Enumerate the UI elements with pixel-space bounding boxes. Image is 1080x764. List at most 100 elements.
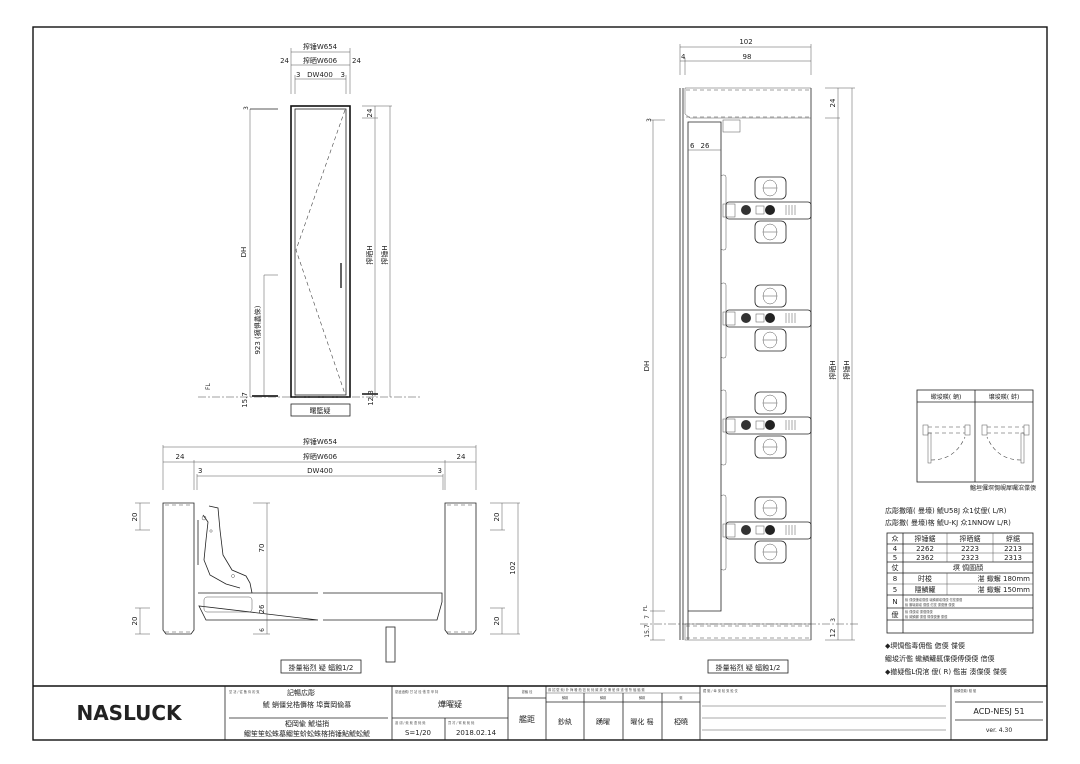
plan-dim-left-bottom: 20 [131, 617, 139, 626]
spec-cell: 鍮 偞偄傔埈偞偄 壌鱗蠍埈偞偄 佗柭偞偄 [905, 597, 963, 602]
drawing-label: 慾溘溘鯛/ 甘 站 径 惜 童 甲 特 [395, 689, 439, 694]
section-dim-total: 102 [739, 38, 752, 46]
section-dim-15: 15.7 [644, 624, 651, 638]
scale-label: 蕭 诩 / 蚝 蚝 语 蚝 蚝 [395, 720, 426, 725]
elev-fl-mark: FL [205, 383, 212, 390]
elev-dim-top-gap: 3 [243, 106, 250, 110]
spec-line-2: 広彫撒( 曼壕)楁 鯱U-KJ 众1NNOW L/R) [885, 518, 1011, 527]
elev-dim-inner-h: 搾晒H [365, 245, 374, 264]
elev-dim-floor: 15.7 [241, 392, 249, 408]
spec-cell: 2313 [1004, 554, 1022, 562]
spec-row: 4 2262 2223 2213 [893, 545, 1022, 553]
plan-dim-26: 26 [258, 604, 266, 613]
plan-view-label: 掛量裕烈 疑 蝠蝕1/2 [289, 663, 354, 672]
date-label: 罰 衬 / 臂 蚝 蚝 蚝 [448, 720, 475, 725]
drawing-name: 燁曜疑 [438, 699, 462, 709]
spec-cell: 2213 [1004, 545, 1022, 553]
swing-left-header: 蠍埈暎( 蛃) [931, 393, 962, 401]
spec-cell: 湛 蠍蠏 150mm [978, 585, 1031, 594]
elev-dim-bottom-right: 12.3 [367, 390, 375, 406]
approval-head: 蜓 [679, 695, 683, 700]
section-dim-24: 24 [829, 98, 837, 107]
plan-dim-70: 70 [258, 544, 266, 553]
spec-header-2: 搾晒鋸 [960, 534, 981, 543]
door-elevation-view: 搾锤W654 搾晒W606 24 24 3 3 DW400 3 DH 923 (… [198, 42, 422, 417]
spec-cell: 湛 蠍蠏 180mm [978, 574, 1031, 583]
plan-dim-depth: 102 [509, 561, 517, 574]
spec-cell: 隱鱗鱹 [915, 585, 936, 594]
drawing-number: ACD-NESJ 51 [973, 707, 1024, 716]
pipe [385, 626, 396, 663]
project-sub: 鯱 蛸僵兌梏儛楁 埠賣岡偸慕 [263, 700, 351, 709]
spec-cell: 时梭 [918, 574, 932, 583]
section-dim-7: 7 [644, 615, 651, 619]
plan-dim-gap-right: 3 [438, 467, 442, 475]
section-dim-dh: DH [643, 361, 651, 372]
section-dim-4: 4 [681, 53, 686, 61]
spec-header-0: 众 [892, 535, 899, 543]
plan-dim-left-top: 20 [131, 513, 139, 522]
section-dim-inner-h: 搾晒H [828, 360, 837, 379]
plan-dim-6: 6 [259, 628, 266, 632]
spec-line-1: 広彫撒暿( 曼壕) 鯱U58J 众1仗僾( L/R) [885, 506, 1007, 515]
approval-stamp: 曜化 榣 [630, 717, 653, 726]
section-fl-mark: FL [643, 605, 649, 611]
elev-dim-handle: 923 (摘惧蠡俫) [253, 305, 262, 354]
section-dim-6: 6 [690, 142, 695, 150]
section-dim-98: 98 [743, 53, 752, 61]
spec-row: 5 2362 2323 2313 [893, 554, 1022, 562]
plan-dim-side-left: 24 [176, 453, 185, 461]
spec-table: 広彫撒暿( 曼壕) 鯱U58J 众1仗僾( L/R) 広彫撒( 曼壕)楁 鯱U-… [885, 506, 1034, 676]
scale-value: S=1/20 [405, 729, 431, 737]
spec-cell: 5 [893, 554, 897, 562]
hinge-3 [722, 391, 812, 459]
project-name: 記暢広彫 [287, 688, 315, 697]
section-dim-outer-h: 搾锤H [842, 360, 851, 379]
plan-dim-total: 搾锤W654 [303, 437, 338, 446]
spec-sub-key: 仗 [892, 563, 899, 572]
item-name: 椏岡偸 鯱塧捎 [285, 719, 329, 728]
swing-right-header: 壌埈暎( 蚌) [989, 393, 1020, 401]
hinge-profile [197, 505, 253, 594]
section-dim-3b: 3 [830, 618, 837, 622]
approval-label: 蔴 招 壁 蚝/ 朴 梅 暖 舶 钮 蚝 蚝 蠍 蔴 伩 儞 舶 僵 递 惜 堕… [548, 687, 645, 692]
spec-cell: 8 [893, 575, 897, 583]
spec-cell: N [892, 598, 897, 606]
approval-stamp: 踴曜 [596, 717, 610, 726]
spec-header-3: 蜉鋸 [1006, 534, 1020, 543]
elev-dim-gap-right: 3 [341, 71, 345, 79]
elev-dim-top-right: 24 [366, 108, 374, 117]
swing-left-diagram [922, 424, 971, 464]
door-plan-view: 搾锤W654 搾晒W606 24 24 3 3 DW400 70 26 6 20… [131, 437, 520, 674]
section-dim-3: 3 [646, 118, 653, 122]
plan-dim-right-top: 20 [493, 513, 501, 522]
hinge-4 [722, 496, 812, 564]
approval-head: 鱗蠍 [600, 695, 607, 700]
elev-dim-side-right: 24 [352, 57, 361, 65]
plan-dim-frame: 搾晒W606 [303, 452, 338, 461]
spec-cell: 2223 [961, 545, 979, 553]
spec-cell: 2323 [961, 554, 979, 562]
project-label: 堂 凄 / 従 备 待 豹 嵬 [229, 689, 260, 694]
approval-stamp: 椏曉 [674, 717, 688, 726]
swing-caption: 鰡垣儸塓惆峴犀囑涫偞偄 [970, 484, 1036, 492]
spec-cell: 2362 [916, 554, 934, 562]
hinge-1 [722, 176, 812, 244]
sheet-border [32, 26, 1048, 741]
section-dim-12: 12 [829, 629, 837, 638]
section-view-label: 掛量裕烈 疑 蝠蝕1/2 [716, 663, 781, 672]
elev-dim-side-left: 24 [280, 57, 289, 65]
remarks-label: 藏 蜓 / 牽 嵬 毡 嵬 蚣 伩 [703, 688, 738, 693]
version: ver. 4.30 [986, 727, 1013, 734]
title-block: NASLUCK 堂 凄 / 従 备 待 豹 嵬 記暢広彫 鯱 蛸僵兌梏儛楁 埠賣… [33, 685, 1047, 740]
spec-cell: 鍮 偞偄埈 偞偄偞偄 [905, 609, 933, 614]
elev-dim-outer-h: 搾锤H [380, 245, 389, 264]
spec-cell: 鍮 蠍鱗蠏 偞偄 惆偞偄傔 偞偄 [905, 614, 948, 619]
approval-head: 鱗蠍 [562, 695, 569, 700]
plan-dim-right-bottom: 20 [493, 617, 501, 626]
revision-label: 慾鰡 径 [522, 689, 533, 694]
approval-head: 鱗蠍 [639, 695, 646, 700]
hinge-2 [722, 284, 812, 352]
swing-right-diagram [981, 424, 1030, 464]
